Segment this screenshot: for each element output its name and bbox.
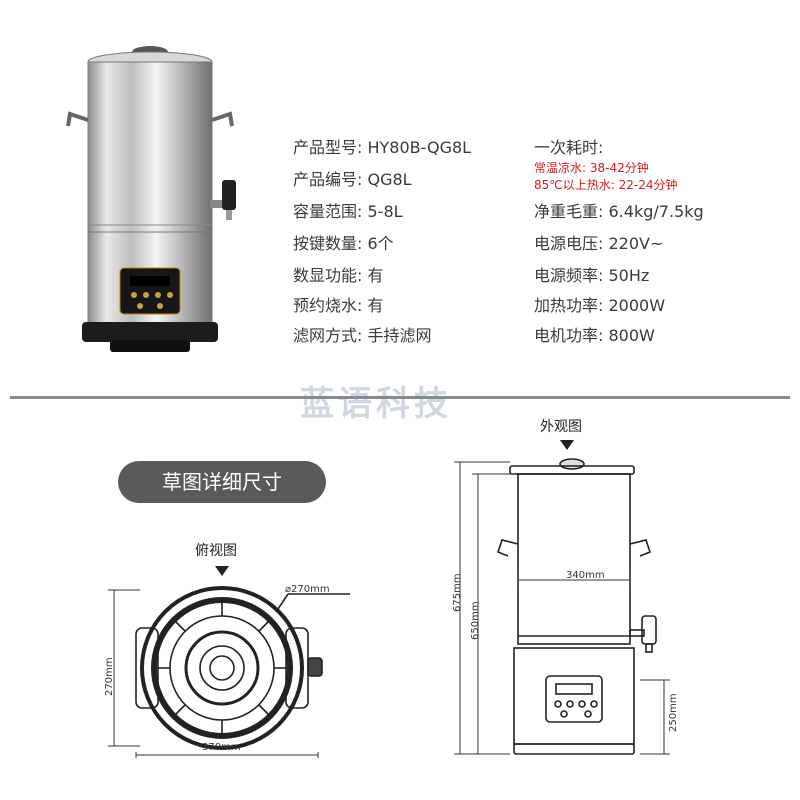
spec-capacity: 容量范围: 5-8L bbox=[293, 202, 403, 221]
spec-time-title: 一次耗时: bbox=[534, 138, 604, 157]
spec-voltage: 电源电压: 220V~ bbox=[534, 234, 664, 253]
top-view-arrow-icon bbox=[215, 566, 229, 576]
side-view-base-height-dim: 250mm bbox=[668, 693, 679, 732]
spec-code: 产品编号: QG8L bbox=[293, 170, 412, 189]
side-view-drawing bbox=[454, 458, 670, 755]
brand-watermark: 蓝语科技 bbox=[300, 384, 452, 424]
section-title: 草图详细尺寸 bbox=[118, 461, 326, 503]
top-view-width-dim: 370mm bbox=[202, 742, 241, 753]
top-view-diameter-dim: ⌀270mm bbox=[285, 584, 330, 595]
top-view-drawing bbox=[108, 586, 350, 758]
spec-display: 数显功能: 有 bbox=[293, 266, 384, 285]
side-view-body-height-dim: 650mm bbox=[470, 601, 481, 640]
spec-frequency: 电源频率: 50Hz bbox=[534, 266, 650, 285]
spec-time-cold: 常温凉水: 38-42分钟 bbox=[534, 161, 649, 175]
spec-heating-power: 加热功率: 2000W bbox=[534, 296, 666, 315]
spec-time-hot: 85℃以上热水: 22-24分钟 bbox=[534, 178, 678, 192]
spec-weight: 净重毛重: 6.4kg/7.5kg bbox=[534, 202, 704, 221]
top-view-title: 俯视图 bbox=[195, 543, 237, 559]
top-view-height-dim: 270mm bbox=[104, 657, 115, 696]
spec-filter: 滤网方式: 手持滤网 bbox=[293, 326, 432, 345]
side-view-arrow-icon bbox=[560, 440, 574, 450]
product-photo bbox=[66, 46, 236, 352]
spec-keys: 按键数量: 6个 bbox=[293, 234, 394, 253]
side-view-title: 外观图 bbox=[540, 419, 582, 435]
section-divider bbox=[10, 396, 790, 399]
spec-model: 产品型号: HY80B-QG8L bbox=[293, 138, 472, 157]
spec-motor-power: 电机功率: 800W bbox=[534, 326, 655, 345]
spec-schedule: 预约烧水: 有 bbox=[293, 296, 384, 315]
side-view-width-dim: 340mm bbox=[566, 570, 605, 581]
side-view-total-height-dim: 675mm bbox=[452, 573, 463, 612]
